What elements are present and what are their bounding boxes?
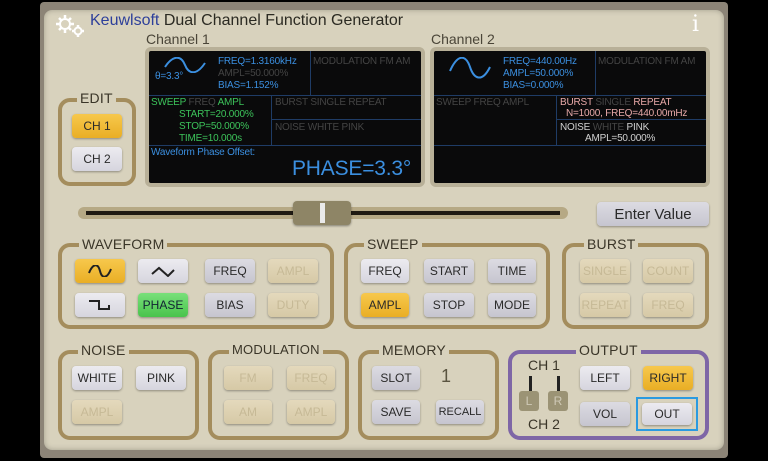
ch1-message: Waveform Phase Offset:	[151, 147, 255, 158]
burst-label: BURST	[584, 236, 639, 252]
ch1-noise: NOISE WHITE PINK	[275, 122, 365, 133]
ch2-noise-ampl: AMPL=50.000%	[585, 133, 656, 144]
waveform-bias-button[interactable]: BIAS	[205, 293, 255, 317]
waveform-group	[58, 243, 334, 329]
sweep-freq-button[interactable]: FREQ	[361, 259, 409, 283]
phase-theta: θ=3.3°	[155, 71, 184, 82]
sweep-label: SWEEP	[364, 236, 422, 252]
burst-repeat-button[interactable]: REPEAT	[580, 293, 630, 317]
waveform-ampl-button[interactable]: AMPL	[268, 259, 318, 283]
output-out-button[interactable]: OUT	[642, 403, 692, 425]
noise-label: NOISE	[78, 342, 129, 358]
sine-wave-icon	[164, 57, 206, 73]
square-wave-icon	[89, 300, 110, 310]
triangle-wave-button[interactable]	[138, 259, 188, 283]
channel2-label: Channel 2	[431, 31, 495, 47]
burst-freq-button[interactable]: FREQ	[643, 293, 693, 317]
sweep-ampl-button[interactable]: AMPL	[361, 293, 409, 317]
edit-ch1-button[interactable]: CH 1	[72, 114, 122, 138]
memory-recall-button[interactable]: RECALL	[436, 400, 484, 424]
output-right-button[interactable]: RIGHT	[643, 366, 693, 390]
sine-wave-icon	[88, 265, 112, 277]
ch2-noise: NOISE WHITE PINK	[560, 122, 650, 133]
ch2-modulation: MODULATION FM AM	[598, 56, 696, 67]
memory-group	[358, 350, 499, 440]
enter-value-button[interactable]: Enter Value	[597, 202, 709, 226]
sine-wave-button[interactable]	[75, 259, 125, 283]
title-text: Dual Channel Function Generator	[163, 12, 404, 29]
waveform-freq-button[interactable]: FREQ	[205, 259, 255, 283]
ch1-sweep-time: TIME=10.000s	[179, 133, 242, 144]
ch2-ampl: AMPL=50.000%	[503, 68, 574, 79]
ch2-freq: FREQ=440.00Hz	[503, 56, 577, 67]
noise-white-button[interactable]: WHITE	[72, 366, 122, 390]
sweep-mode-button[interactable]: MODE	[488, 293, 536, 317]
ch2-bias: BIAS=0.000%	[503, 80, 564, 91]
burst-single-button[interactable]: SINGLE	[580, 259, 630, 283]
sweep-start-button[interactable]: START	[424, 259, 474, 283]
sweep-stop-button[interactable]: STOP	[424, 293, 474, 317]
waveform-phase-button[interactable]: PHASE	[138, 293, 188, 317]
ch1-right-switch[interactable]: R	[548, 391, 568, 411]
ch1-big-value: PHASE=3.3°	[292, 157, 412, 180]
ch2-burst-detail: N=1000, FREQ=440.00mHz	[566, 108, 688, 119]
ch1-ampl: AMPL=50.000%	[218, 68, 289, 79]
ch2-sweep-header: SWEEP FREQ AMPL	[436, 97, 529, 108]
edit-ch2-button[interactable]: CH 2	[72, 147, 122, 171]
ch2-burst: BURST SINGLE REPEAT	[560, 97, 672, 108]
modulation-am-button[interactable]: AM	[224, 400, 272, 424]
output-ch1-label: CH 1	[528, 357, 560, 373]
out-focus-ring	[636, 397, 698, 431]
ch1-freq: FREQ=1.3160kHz	[218, 56, 297, 67]
modulation-label: MODULATION	[229, 342, 323, 357]
output-vol-button[interactable]: VOL	[580, 402, 630, 426]
ch1-bias: BIAS=1.152%	[218, 80, 279, 91]
ch1-sweep-start: START=20.000%	[179, 109, 254, 120]
noise-pink-button[interactable]: PINK	[136, 366, 186, 390]
memory-save-button[interactable]: SAVE	[372, 400, 420, 424]
edit-group	[58, 98, 136, 186]
memory-label: MEMORY	[379, 342, 449, 358]
ch1-modulation: MODULATION FM AM	[313, 56, 411, 67]
memory-slot-button[interactable]: SLOT	[372, 366, 420, 390]
settings-gear-icon[interactable]	[55, 14, 87, 38]
modulation-group	[208, 350, 349, 440]
channel1-label: Channel 1	[146, 31, 210, 47]
ch1-sweep-stop: STOP=50.000%	[179, 121, 249, 132]
ch1-left-switch[interactable]: L	[519, 391, 539, 411]
app-title: Keuwlsoft Dual Channel Function Generato…	[90, 12, 403, 30]
ch1-burst: BURST SINGLE REPEAT	[275, 97, 387, 108]
edit-label: EDIT	[77, 90, 116, 106]
info-icon[interactable]: i	[692, 12, 700, 37]
value-slider-thumb[interactable]	[293, 201, 351, 225]
modulation-ampl-button[interactable]: AMPL	[287, 400, 335, 424]
modulation-freq-button[interactable]: FREQ	[287, 366, 335, 390]
channel2-display[interactable]: FREQ=440.00Hz AMPL=50.000% BIAS=0.000% M…	[430, 47, 710, 187]
output-label: OUTPUT	[576, 342, 641, 358]
sweep-group	[344, 243, 550, 329]
modulation-fm-button[interactable]: FM	[224, 366, 272, 390]
triangle-wave-icon	[151, 266, 175, 277]
waveform-label: WAVEFORM	[79, 236, 168, 252]
output-left-button[interactable]: LEFT	[580, 366, 630, 390]
ch1-sweep-header: SWEEP FREQ AMPL	[151, 97, 244, 108]
noise-ampl-button[interactable]: AMPL	[72, 400, 122, 424]
noise-group	[58, 350, 199, 440]
sine-wave-icon	[449, 57, 491, 79]
memory-slot-value: 1	[441, 366, 452, 386]
waveform-duty-button[interactable]: DUTY	[268, 293, 318, 317]
channel1-display[interactable]: θ=3.3° FREQ=1.3160kHz AMPL=50.000% BIAS=…	[145, 47, 425, 187]
burst-count-button[interactable]: COUNT	[643, 259, 693, 283]
brand-name: Keuwlsoft	[90, 12, 160, 29]
square-wave-button[interactable]	[75, 293, 125, 317]
output-ch2-label: CH 2	[528, 416, 560, 432]
sweep-time-button[interactable]: TIME	[488, 259, 536, 283]
